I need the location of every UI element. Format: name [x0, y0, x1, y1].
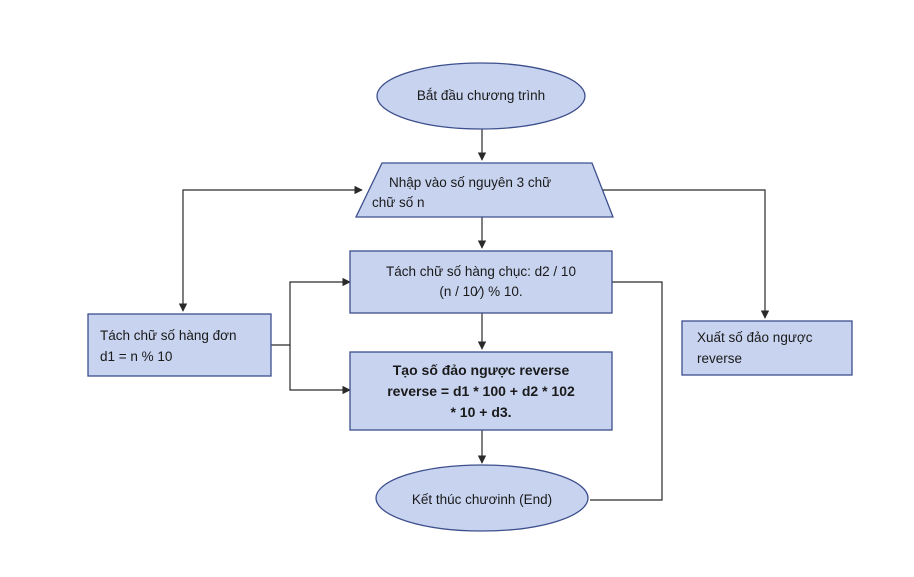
input-label-line2: chữ số n	[372, 195, 425, 210]
tens-process-box	[349, 250, 613, 314]
units-process-box	[87, 313, 272, 377]
tens-label-line2: (n / 10⁄) % 10.	[439, 284, 523, 299]
output-label-line2: reverse	[697, 351, 743, 366]
tens-label-line1: Tách chữ số hàng chục: d2 / 10	[386, 264, 576, 279]
output-label-line1: Xuất số đảo ngược	[697, 330, 813, 345]
connector-units-to-reverse	[289, 345, 351, 395]
start-terminator	[376, 62, 586, 130]
start-label: Bắt đầu chương trình	[416, 88, 546, 103]
end-terminator	[375, 464, 589, 532]
units-label-line2: d1 = n % 10	[100, 349, 173, 364]
connector-input-to-units-loop	[178, 185, 363, 312]
reverse-label-line3: * 10 + d3.	[450, 404, 512, 420]
input-parallelogram	[354, 162, 614, 218]
reverse-process-box	[349, 351, 613, 431]
reverse-label-line2: reverse = d1 * 100 + d2 * 102	[387, 383, 575, 399]
shapes	[87, 62, 853, 532]
output-process-box	[681, 320, 853, 376]
connector-units-to-tens	[271, 277, 351, 346]
connector-input-to-output	[590, 189, 770, 319]
reverse-label-line1: Tạo số đảo ngược reverse	[392, 362, 570, 378]
connector-tens-to-end	[590, 281, 663, 501]
units-label-line1: Tách chữ số hàng đơn	[100, 328, 237, 343]
connectors	[178, 128, 770, 501]
input-label-line1: Nhập vào số nguyên 3 chữ	[389, 175, 552, 190]
end-label: Kết thúc chươinh (End)	[411, 492, 553, 507]
